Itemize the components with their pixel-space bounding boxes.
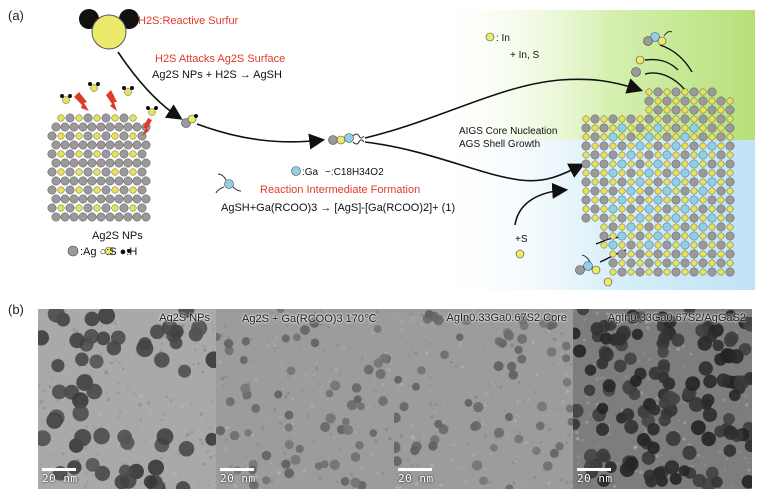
scale-bar: 20 nm <box>42 468 78 485</box>
tem-title: Ag2S + Ga(RCOO)3 170℃ <box>242 313 377 325</box>
agsh-molecule-icon <box>181 114 198 128</box>
tem-image-aigs-ags: AgIn0.33Ga0.67S2/AgGaS2 20 nm <box>573 309 752 489</box>
panel-a-label: (a) <box>8 8 24 23</box>
nucleation-branch-arrow <box>364 141 585 182</box>
incoming-molecules-top <box>631 31 693 91</box>
np-legend <box>67 245 131 257</box>
tem-image-ag2s: Ag2S NPs 20 nm <box>38 309 216 489</box>
red-attack-arrows <box>74 90 152 136</box>
aigs-ags-core-shell-lattice <box>581 87 735 277</box>
np-caption: Ag2S NPs <box>92 230 143 242</box>
intermediate-complex-icon <box>328 133 365 145</box>
intermediate-title: Reaction Intermediate Formation <box>260 184 420 196</box>
in-s-branch-arrow <box>364 78 644 139</box>
plus-s-arrow <box>514 182 569 226</box>
ga-legend: :Ga <box>302 167 319 178</box>
tem-title: AgIn0.33Ga0.67S2 Core <box>446 312 567 324</box>
attack-title: H2S Attacks Ag2S Surface <box>155 53 285 65</box>
h2s-molecule-icon <box>79 9 139 50</box>
tem-title: Ag2S NPs <box>159 312 210 324</box>
reaction-scheme-diagram: H2S:Reactive Surfur H2S Attacks Ag2S Sur… <box>47 9 755 290</box>
ga-carboxylate-icon <box>215 173 242 194</box>
plus-s-label: +S <box>515 234 528 245</box>
scale-bar: 20 nm <box>398 468 434 485</box>
tem-image-ag2s-ga: Ag2S + Ga(RCOO)3 170℃ 20 nm <box>216 309 394 489</box>
attack-equation: Ag2S NPs + H2S → AgSH <box>152 69 282 81</box>
ga-legend-icon <box>291 166 301 176</box>
panel-b-label: (b) <box>8 302 24 317</box>
ligand-legend: ~:C18H34O2 <box>325 167 384 178</box>
sulfur-atom-icon <box>515 249 525 259</box>
h2s-arrow <box>117 51 183 120</box>
tem-title: AgIn0.33Ga0.67S2/AgGaS2 <box>607 312 746 324</box>
nucleation-text-1: AIGS Core Nucleation <box>459 126 557 137</box>
surface-molecules <box>60 82 158 116</box>
in-s-label: + In, S <box>510 50 540 61</box>
tem-image-strip: Ag2S NPs 20 nm Ag2S + Ga(RCOO)3 170℃ 20 … <box>38 309 752 489</box>
to-intermediate-arrow <box>196 123 326 150</box>
tem-image-aigs-core: AgIn0.33Ga0.67S2 Core 20 nm <box>394 309 573 489</box>
in-legend-icon <box>485 32 495 42</box>
nucleation-text-2: AGS Shell Growth <box>459 139 540 150</box>
in-legend: : In <box>496 33 510 44</box>
ag2s-nanoparticle-lattice <box>47 113 151 222</box>
scale-bar: 20 nm <box>220 468 256 485</box>
scale-bar: 20 nm <box>577 468 613 485</box>
h2s-title: H2S:Reactive Surfur <box>138 15 239 27</box>
np-legend-text: :Ag ○:S ●:H <box>80 246 137 258</box>
intermediate-equation: AgSH+Ga(RCOO)3 → [AgS]-[Ga(RCOO)2]+ (1) <box>221 202 455 214</box>
